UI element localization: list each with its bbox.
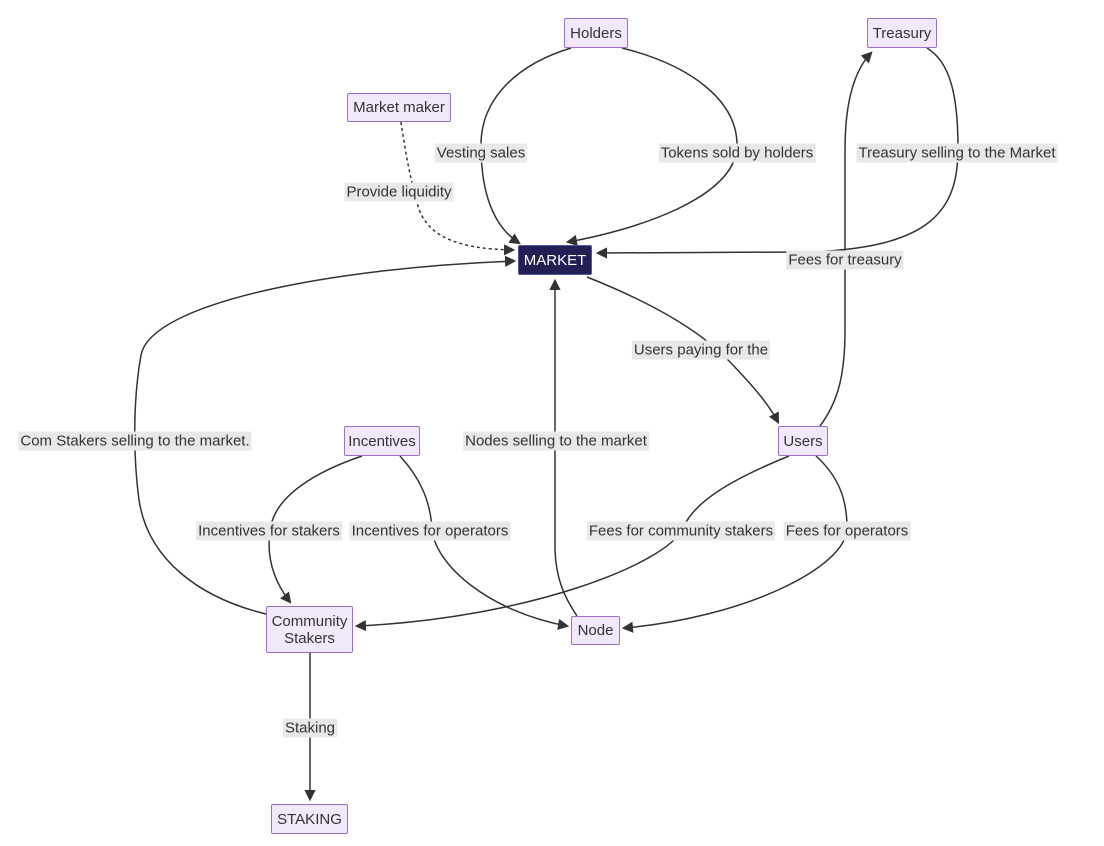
node-community-stakers: Community Stakers (266, 606, 353, 653)
node-label-staking: STAKING (277, 810, 342, 828)
node-incentives: Incentives (344, 426, 420, 456)
node-label-holders: Holders (570, 24, 622, 42)
edge-label-incentives-stakers: Incentives for stakers (196, 521, 342, 541)
edges-group (133, 47, 959, 802)
node-label-community-stakers: Community Stakers (271, 612, 348, 647)
node-staking: STAKING (271, 804, 348, 834)
node-node: Node (571, 616, 620, 645)
node-holders: Holders (564, 18, 628, 48)
edge-label-users-node: Fees for operators (783, 521, 911, 541)
edge-label-incentives-node: Incentives for operators (349, 521, 511, 541)
edge-treasury-market (595, 47, 959, 259)
node-market: MARKET (518, 245, 592, 275)
node-users: Users (778, 426, 828, 456)
node-label-node: Node (577, 622, 614, 639)
edge-label-holders-market-sold: Tokens sold by holders (658, 143, 816, 163)
edge-node-market (549, 278, 578, 617)
edge-label-stakers-market: Com Stakers selling to the market. (18, 431, 252, 451)
edge-users-node (621, 455, 848, 633)
edge-label-node-market: Nodes selling to the market (463, 431, 649, 451)
edge-label-users-treasury: Fees for treasury (786, 250, 904, 270)
edge-label-stakers-staking: Staking (282, 718, 338, 738)
edge-maker-market (400, 121, 516, 256)
node-label-market-maker: Market maker (353, 99, 445, 116)
edge-label-holders-market-vesting: Vesting sales (434, 143, 528, 163)
node-label-market: MARKET (523, 251, 587, 269)
edge-label-market-users: Users paying for the (631, 340, 771, 360)
edge-label-maker-market: Provide liquidity (344, 182, 454, 202)
edge-label-users-stakers: Fees for community stakers (586, 521, 776, 541)
node-label-users: Users (783, 432, 823, 450)
node-label-incentives: Incentives (348, 432, 416, 450)
edge-users-treasury (819, 51, 873, 427)
edge-users-stakers (354, 455, 790, 632)
edge-label-treasury-market: Treasury selling to the Market (856, 143, 1058, 163)
node-treasury: Treasury (867, 18, 937, 48)
node-label-treasury: Treasury (872, 24, 932, 42)
node-market-maker: Market maker (347, 93, 451, 122)
edge-stakers-market (133, 255, 517, 615)
